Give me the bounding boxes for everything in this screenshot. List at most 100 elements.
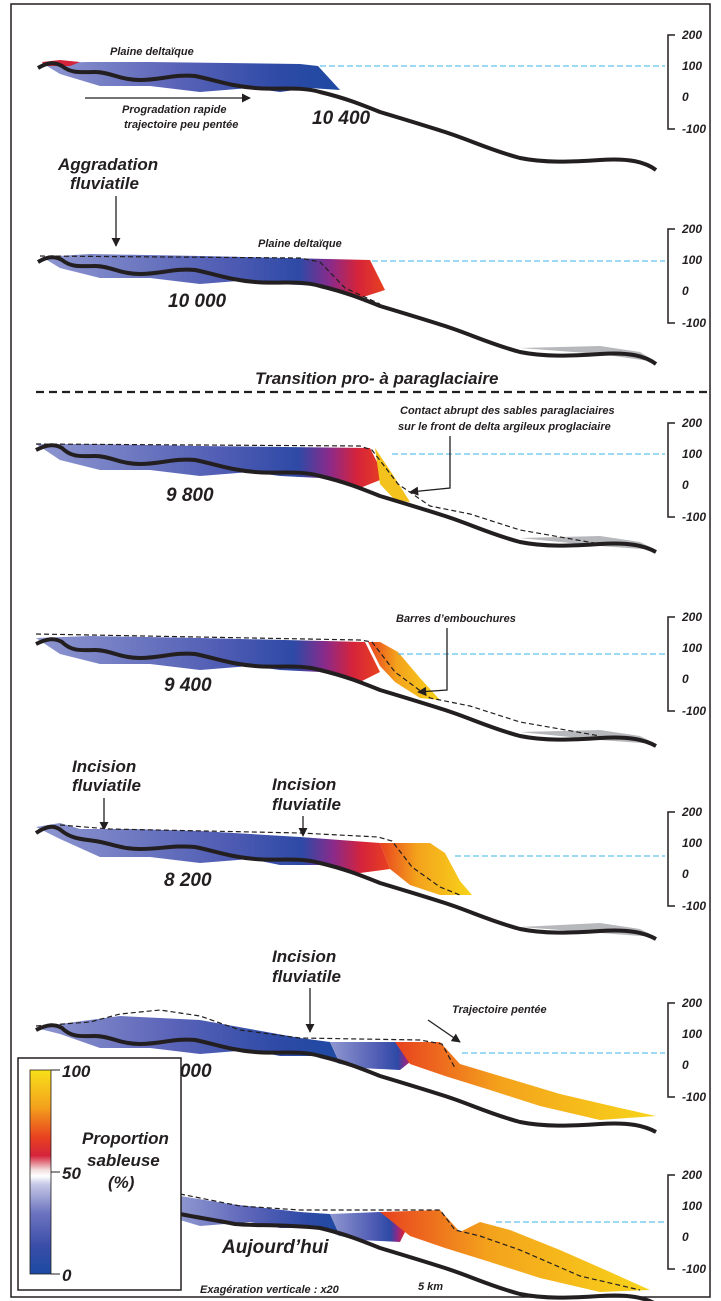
svg-text:200: 200 <box>681 28 702 42</box>
panel-8200: 8 200 200 100 0 -100 <box>34 805 706 941</box>
annotation-aggradation: Aggradation fluviatile <box>57 155 158 247</box>
age-label: 10 000 <box>168 291 227 312</box>
svg-text:0: 0 <box>682 1058 689 1072</box>
legend-mid: 50 <box>62 1164 81 1183</box>
sand-front <box>395 1042 656 1120</box>
svg-text:100: 100 <box>682 59 702 73</box>
sand-front <box>380 843 472 895</box>
svg-text:fluviatile: fluviatile <box>72 776 141 795</box>
svg-text:-100: -100 <box>682 704 706 718</box>
previous-profile-dashed <box>35 1009 456 1069</box>
svg-text:fluviatile: fluviatile <box>272 967 341 986</box>
svg-text:0: 0 <box>682 867 689 881</box>
label-contact-abrupt-2: sur le front de delta argileux proglacia… <box>398 421 611 433</box>
svg-text:100: 100 <box>682 1199 702 1213</box>
depth-axis: 200 100 0 -100 <box>667 222 706 330</box>
svg-text:200: 200 <box>681 1168 702 1182</box>
depth-axis: 200 100 0 -100 <box>667 610 706 718</box>
basement-surface <box>35 637 657 748</box>
age-label: 9 800 <box>166 485 214 506</box>
previous-profile-dashed <box>39 255 381 305</box>
svg-text:100: 100 <box>682 253 702 267</box>
legend-max: 100 <box>62 1062 91 1081</box>
legend-title-1: Proportion <box>82 1129 169 1148</box>
label-barres-embouchures: Barres d’embouchures <box>396 613 516 625</box>
panel-10400: Plaine deltaïque Progradation rapide tra… <box>36 28 706 172</box>
vertical-exaggeration: Exagération verticale : x20 <box>200 1284 340 1296</box>
age-label: 9 400 <box>164 675 212 696</box>
depth-axis: 200 100 0 -100 <box>667 416 706 524</box>
svg-text:200: 200 <box>681 805 702 819</box>
svg-text:0: 0 <box>682 478 689 492</box>
basement-surface <box>35 443 657 554</box>
figure-frame <box>10 3 711 1298</box>
annotation-incision-a: Incision fluviatile <box>72 757 141 831</box>
svg-text:100: 100 <box>682 447 702 461</box>
trajectory-arrow <box>427 1019 461 1043</box>
svg-text:0: 0 <box>682 1230 689 1244</box>
red-wedge <box>330 1042 420 1070</box>
basement-slope-fill <box>520 346 656 362</box>
depth-axis: 200 100 0 -100 <box>667 1168 706 1276</box>
panel-aujourdhui: Aujourd’hui 200 100 0 -100 <box>179 1168 706 1301</box>
panel-9400: Barres d’embouchures 9 400 200 100 0 -10… <box>35 610 706 748</box>
annotation-incision-c: Incision fluviatile <box>272 947 341 1033</box>
svg-text:200: 200 <box>681 222 702 236</box>
basement-surface <box>35 1023 657 1134</box>
sand-front <box>375 448 410 502</box>
svg-text:200: 200 <box>681 416 702 430</box>
sand-front <box>368 642 440 700</box>
svg-text:-100: -100 <box>682 1262 706 1276</box>
svg-text:Incision: Incision <box>272 947 336 966</box>
basement-surface <box>36 61 658 172</box>
annotation-incision-b: Incision fluviatile <box>272 775 341 837</box>
svg-text:fluviatile: fluviatile <box>272 795 341 814</box>
panel-10000: Plaine deltaïque 10 000 200 100 0 -100 <box>36 222 706 366</box>
scale-label: 5 km <box>418 1281 443 1293</box>
svg-text:-100: -100 <box>682 122 706 136</box>
age-label: 10 400 <box>312 108 371 129</box>
previous-profile-dashed <box>59 824 461 896</box>
legend-title-2: sableuse <box>87 1151 160 1170</box>
sediment-wedge <box>36 444 385 488</box>
svg-text:Incision: Incision <box>72 757 136 776</box>
label-progradation: Progradation rapide <box>122 104 227 116</box>
svg-text:-100: -100 <box>682 510 706 524</box>
label-trajectoire-pentee: Trajectoire pentée <box>452 1004 547 1016</box>
label-plaine-deltaique-2: Plaine deltaïque <box>258 238 342 250</box>
svg-text:Incision: Incision <box>272 775 336 794</box>
label-trajectoire-peu-pentee: trajectoire peu pentée <box>124 119 238 131</box>
svg-text:100: 100 <box>682 836 702 850</box>
legend-colorbar <box>29 1069 52 1275</box>
age-label: 8 200 <box>164 870 212 891</box>
sand-front <box>380 1210 650 1292</box>
depth-axis: 200 100 0 -100 <box>667 996 706 1104</box>
legend-min: 0 <box>62 1266 72 1285</box>
basement-surface <box>179 1212 655 1301</box>
depth-axis: 200 100 0 -100 <box>667 28 706 136</box>
svg-text:fluviatile: fluviatile <box>70 174 139 193</box>
age-label: Aujourd’hui <box>221 1237 329 1258</box>
svg-text:200: 200 <box>681 610 702 624</box>
previous-profile-dashed <box>179 1193 641 1291</box>
panel-9800: Contact abrupt des sables paraglaciaires… <box>35 405 706 554</box>
svg-text:-100: -100 <box>682 899 706 913</box>
svg-text:0: 0 <box>682 284 689 298</box>
svg-text:0: 0 <box>682 672 689 686</box>
svg-text:Transition pro- à paraglaciair: Transition pro- à paraglaciaire <box>255 369 498 388</box>
label-contact-abrupt-1: Contact abrupt des sables paraglaciaires <box>400 405 615 417</box>
depth-axis: 200 100 0 -100 <box>667 805 706 913</box>
contact-arrow <box>409 436 451 496</box>
transition-divider: Transition pro- à paraglaciaire <box>36 369 712 394</box>
svg-text:0: 0 <box>682 90 689 104</box>
sediment-wedge <box>180 1196 340 1236</box>
previous-profile-dashed <box>35 633 601 737</box>
svg-text:200: 200 <box>681 996 702 1010</box>
basement-surface <box>36 255 658 366</box>
label-plaine-deltaique-1: Plaine deltaïque <box>110 46 194 58</box>
svg-text:100: 100 <box>682 1027 702 1041</box>
legend: 100 50 0 Proportion sableuse (%) <box>17 1057 182 1291</box>
svg-text:-100: -100 <box>682 1090 706 1104</box>
svg-text:100: 100 <box>682 641 702 655</box>
barres-arrow <box>417 628 448 696</box>
